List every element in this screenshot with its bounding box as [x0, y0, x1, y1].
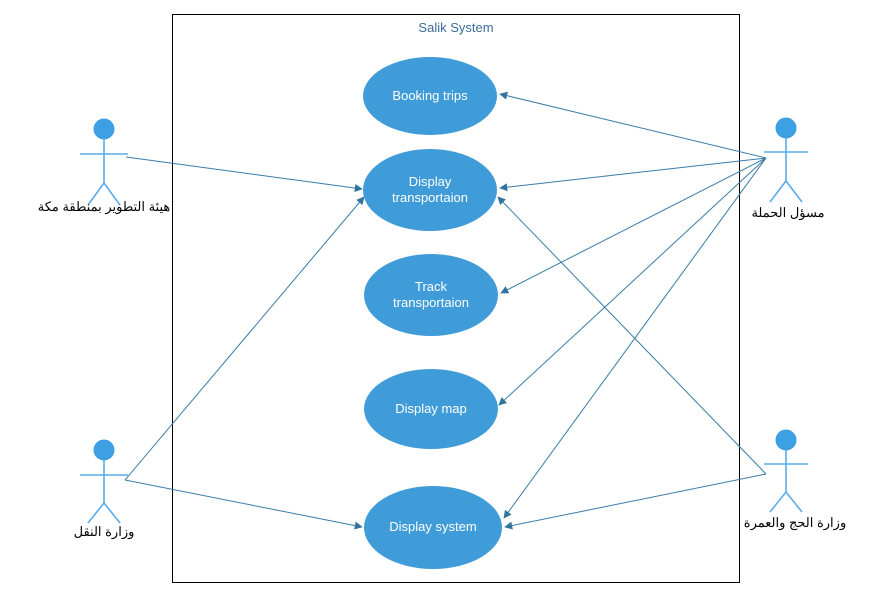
edge-hajj-ministry-to-display-transportaion[interactable]	[497, 196, 767, 475]
actor-head-icon	[93, 118, 115, 140]
use-case-track-transportaion[interactable]: Track transportaion	[364, 254, 498, 336]
edge-campaign-manager-to-display-map[interactable]	[498, 157, 767, 406]
actor-ministry-of-hajj-and-umrah[interactable]	[764, 429, 808, 513]
use-case-label: Display transportaion	[392, 173, 468, 205]
actor-legs-icon	[769, 490, 803, 513]
actor-label-ministry-of-hajj-and-umrah: وزارة الحج والعمرة	[743, 515, 847, 530]
actor-makkah-region-development-authority[interactable]	[80, 118, 128, 206]
edge-transport-ministry-to-display-transportaion[interactable]	[124, 196, 365, 481]
use-case-display-system[interactable]: Display system	[364, 486, 502, 569]
actor-label-makkah-region-development-authority: هيئة التطوير بمنطقة مكة	[37, 199, 171, 214]
actor-legs-icon	[87, 181, 121, 206]
edge-hajj-ministry-to-display-system[interactable]	[504, 473, 767, 530]
edge-campaign-manager-to-display-transportaion[interactable]	[499, 157, 767, 192]
edge-campaign-manager-to-booking-trips[interactable]	[499, 91, 767, 159]
edge-transport-ministry-to-display-system[interactable]	[124, 479, 363, 530]
use-case-label: Display map	[395, 400, 467, 416]
use-case-label: Track transportaion	[393, 278, 469, 310]
actor-head-icon	[775, 429, 797, 451]
use-case-booking-trips[interactable]: Booking trips	[363, 57, 497, 135]
actor-label-ministry-of-transport: وزارة النقل	[73, 524, 135, 539]
system-title: Salik System	[418, 20, 494, 35]
actor-legs-icon	[87, 501, 121, 524]
edge-makkah-dev-to-display-transportaion[interactable]	[125, 156, 363, 192]
actor-ministry-of-transport[interactable]	[80, 439, 128, 524]
actor-legs-icon	[769, 179, 803, 203]
actor-head-icon	[93, 439, 115, 461]
use-case-label: Booking trips	[392, 87, 468, 103]
use-case-display-map[interactable]: Display map	[364, 369, 498, 449]
actor-campaign-manager[interactable]	[764, 117, 808, 203]
actor-label-campaign-manager: مسؤل الحملة	[751, 205, 825, 220]
use-case-label: Display system	[389, 519, 477, 535]
use-case-display-transportaion[interactable]: Display transportaion	[363, 149, 497, 231]
edge-campaign-manager-to-track-transportaion[interactable]	[500, 157, 767, 294]
actor-head-icon	[775, 117, 797, 139]
system-boundary[interactable]	[172, 14, 740, 583]
